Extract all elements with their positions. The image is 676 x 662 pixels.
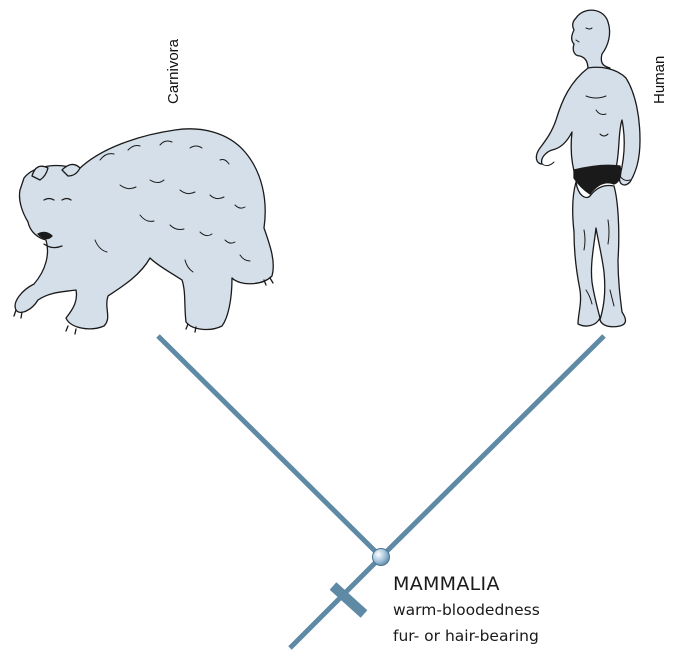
clade-name: MAMMALIA <box>393 573 500 595</box>
taxon-label-human: Human <box>651 56 668 104</box>
branch-root <box>290 557 381 648</box>
bear-icon <box>14 129 273 334</box>
branch-carnivora <box>158 336 381 557</box>
clade-trait: warm-bloodedness <box>393 601 540 619</box>
clade-node <box>373 549 390 566</box>
taxon-label-carnivora: Carnivora <box>165 39 182 104</box>
branch-human <box>381 336 604 557</box>
human-figure-icon <box>536 10 640 327</box>
clade-trait: fur- or hair-bearing <box>393 627 539 645</box>
